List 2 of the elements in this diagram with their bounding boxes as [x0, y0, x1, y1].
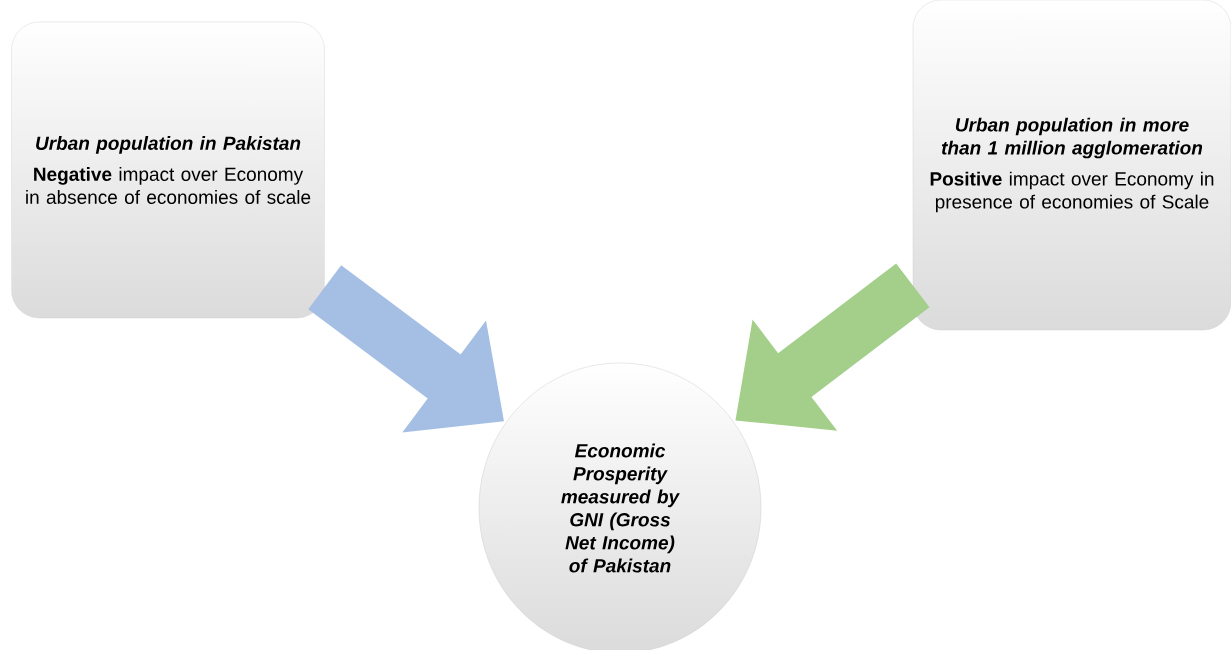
rounded-box: Urban population in Pakistan Negative impact over Economy in absence of economies of scale: [11, 21, 325, 319]
rounded-box: Urban population in more than 1 million agglomeration Positive impact over Economy in presence of economies of Scale: [912, 0, 1231, 331]
